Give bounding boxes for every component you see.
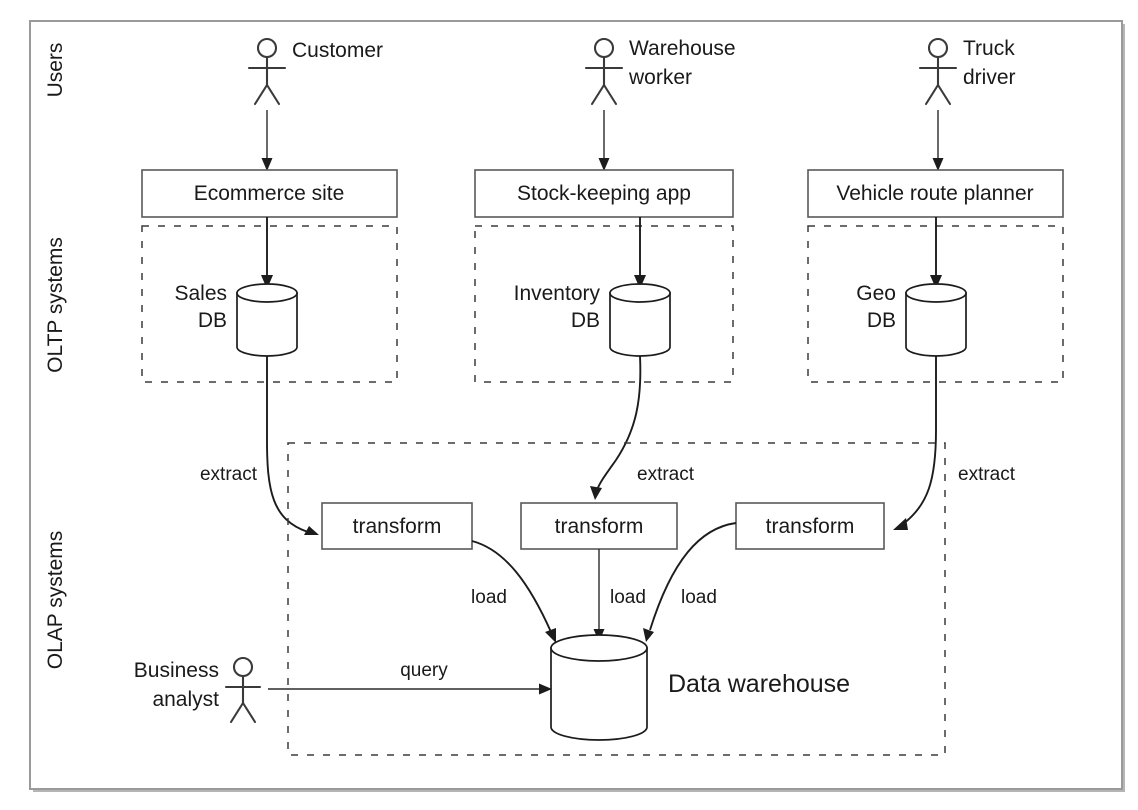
database-data-warehouse[interactable]	[550, 634, 648, 741]
flow-line	[266, 356, 309, 533]
arrowhead-icon	[893, 518, 908, 530]
transform-box-2[interactable]	[520, 502, 678, 550]
flow-driver-to-routeplanner	[932, 110, 944, 171]
row-label-olap-text: OLAP systems	[44, 531, 67, 670]
system-box-stock-keeping-label: Stock-keeping app	[517, 182, 691, 205]
cylinder-top	[550, 634, 648, 662]
arrowhead-icon	[539, 683, 552, 695]
flow-ecommerce-to-salesdb	[261, 217, 273, 289]
actor-truck-driver-label-line1: Truck	[963, 37, 1015, 60]
row-label-users: Users	[44, 43, 67, 98]
row-label-users-text: Users	[44, 43, 67, 98]
transform-box-1-label: transform	[353, 515, 442, 538]
database-inventory-label-line2: DB	[571, 309, 600, 332]
arrowhead-icon	[930, 275, 942, 289]
transform-box-2-label: transform	[555, 515, 644, 538]
edge-label-extract-3: extract	[958, 464, 1016, 485]
database-inventory-label-line1: Inventory	[514, 282, 601, 305]
transform-box-1[interactable]	[321, 502, 473, 550]
database-geo-label-line2: DB	[867, 309, 896, 332]
row-label-olap: OLAP systems	[44, 531, 67, 670]
arrowhead-icon	[261, 275, 273, 289]
database-sales[interactable]	[236, 283, 298, 357]
flow-query: query	[268, 660, 552, 695]
flow-customer-to-ecommerce	[261, 110, 273, 171]
actor-leg-left-icon	[253, 83, 269, 106]
system-box-ecommerce[interactable]	[141, 169, 398, 218]
flow-extract-geo: extract	[893, 356, 1016, 530]
database-sales-label-line2: DB	[198, 309, 227, 332]
edge-label-load-1: load	[471, 587, 507, 608]
actor-warehouse-worker-label-line1: Warehouse	[629, 37, 736, 60]
cylinder-body	[236, 292, 298, 357]
actor-leg-left-icon	[924, 83, 940, 106]
actor-customer-label: Customer	[292, 39, 383, 62]
actor-leg-right-icon	[241, 701, 257, 724]
actor-leg-right-icon	[265, 83, 281, 106]
actor-truck-driver: Truck driver	[918, 37, 1016, 106]
flow-line	[902, 356, 937, 525]
flow-line	[596, 355, 642, 491]
flow-extract-sales: extract	[200, 356, 319, 535]
arrowhead-icon	[304, 526, 319, 535]
arrowhead-icon	[932, 158, 944, 171]
arrowhead-icon	[634, 275, 646, 289]
flow-line	[649, 522, 737, 631]
database-geo[interactable]	[905, 283, 967, 357]
flow-load-3: load	[643, 522, 737, 642]
arrowhead-icon	[590, 486, 602, 500]
actor-leg-right-icon	[602, 83, 618, 106]
actor-leg-left-icon	[229, 701, 245, 724]
cylinder-top	[609, 283, 671, 303]
flow-stockapp-to-inventorydb	[634, 217, 646, 289]
actor-business-analyst-label-line2: analyst	[152, 688, 219, 711]
actor-warehouse-worker: Warehouse worker	[584, 37, 736, 106]
olap-boundary	[287, 442, 946, 756]
system-box-vehicle-route-label: Vehicle route planner	[836, 182, 1033, 205]
cylinder-top	[236, 283, 298, 303]
actor-business-analyst-label-line1: Business	[134, 659, 219, 682]
actor-leg-left-icon	[590, 83, 606, 106]
oltp-boundary-stock-keeping	[474, 225, 734, 383]
actor-truck-driver-label-line2: driver	[963, 66, 1016, 89]
actor-customer: Customer	[247, 37, 383, 106]
database-geo-label-line1: Geo	[856, 282, 896, 305]
row-label-oltp: OLTP systems	[44, 237, 67, 373]
flow-extract-inventory: extract	[590, 355, 695, 500]
system-box-stock-keeping[interactable]	[474, 169, 734, 218]
arrowhead-icon	[261, 158, 273, 171]
edge-label-load-3: load	[681, 587, 717, 608]
actor-business-analyst: Business analyst	[134, 656, 262, 724]
flow-load-1: load	[471, 540, 556, 643]
cylinder-body	[550, 647, 648, 741]
edge-label-load-2: load	[610, 587, 646, 608]
transform-box-3-label: transform	[766, 515, 855, 538]
cylinder-body	[905, 292, 967, 357]
cylinder-body	[609, 292, 671, 357]
flow-line	[471, 540, 552, 633]
system-box-ecommerce-label: Ecommerce site	[194, 182, 345, 205]
flow-worker-to-stockapp	[598, 110, 610, 171]
arrowhead-icon	[545, 628, 556, 643]
flow-routeplanner-to-geodb	[930, 217, 942, 289]
actor-leg-right-icon	[936, 83, 952, 106]
edge-label-query: query	[400, 660, 448, 681]
database-inventory[interactable]	[609, 283, 671, 357]
flow-load-2: load	[593, 549, 646, 642]
row-label-oltp-text: OLTP systems	[44, 237, 67, 373]
data-warehouse-label: Data warehouse	[668, 670, 850, 698]
cylinder-top	[905, 283, 967, 303]
arrowhead-icon	[643, 628, 654, 642]
database-sales-label-line1: Sales	[174, 282, 227, 305]
actor-warehouse-worker-label-line2: worker	[628, 66, 692, 89]
arrowhead-icon	[598, 158, 610, 171]
transform-box-3[interactable]	[735, 502, 885, 550]
edge-label-extract-2: extract	[637, 464, 695, 485]
edge-label-extract-1: extract	[200, 464, 258, 485]
